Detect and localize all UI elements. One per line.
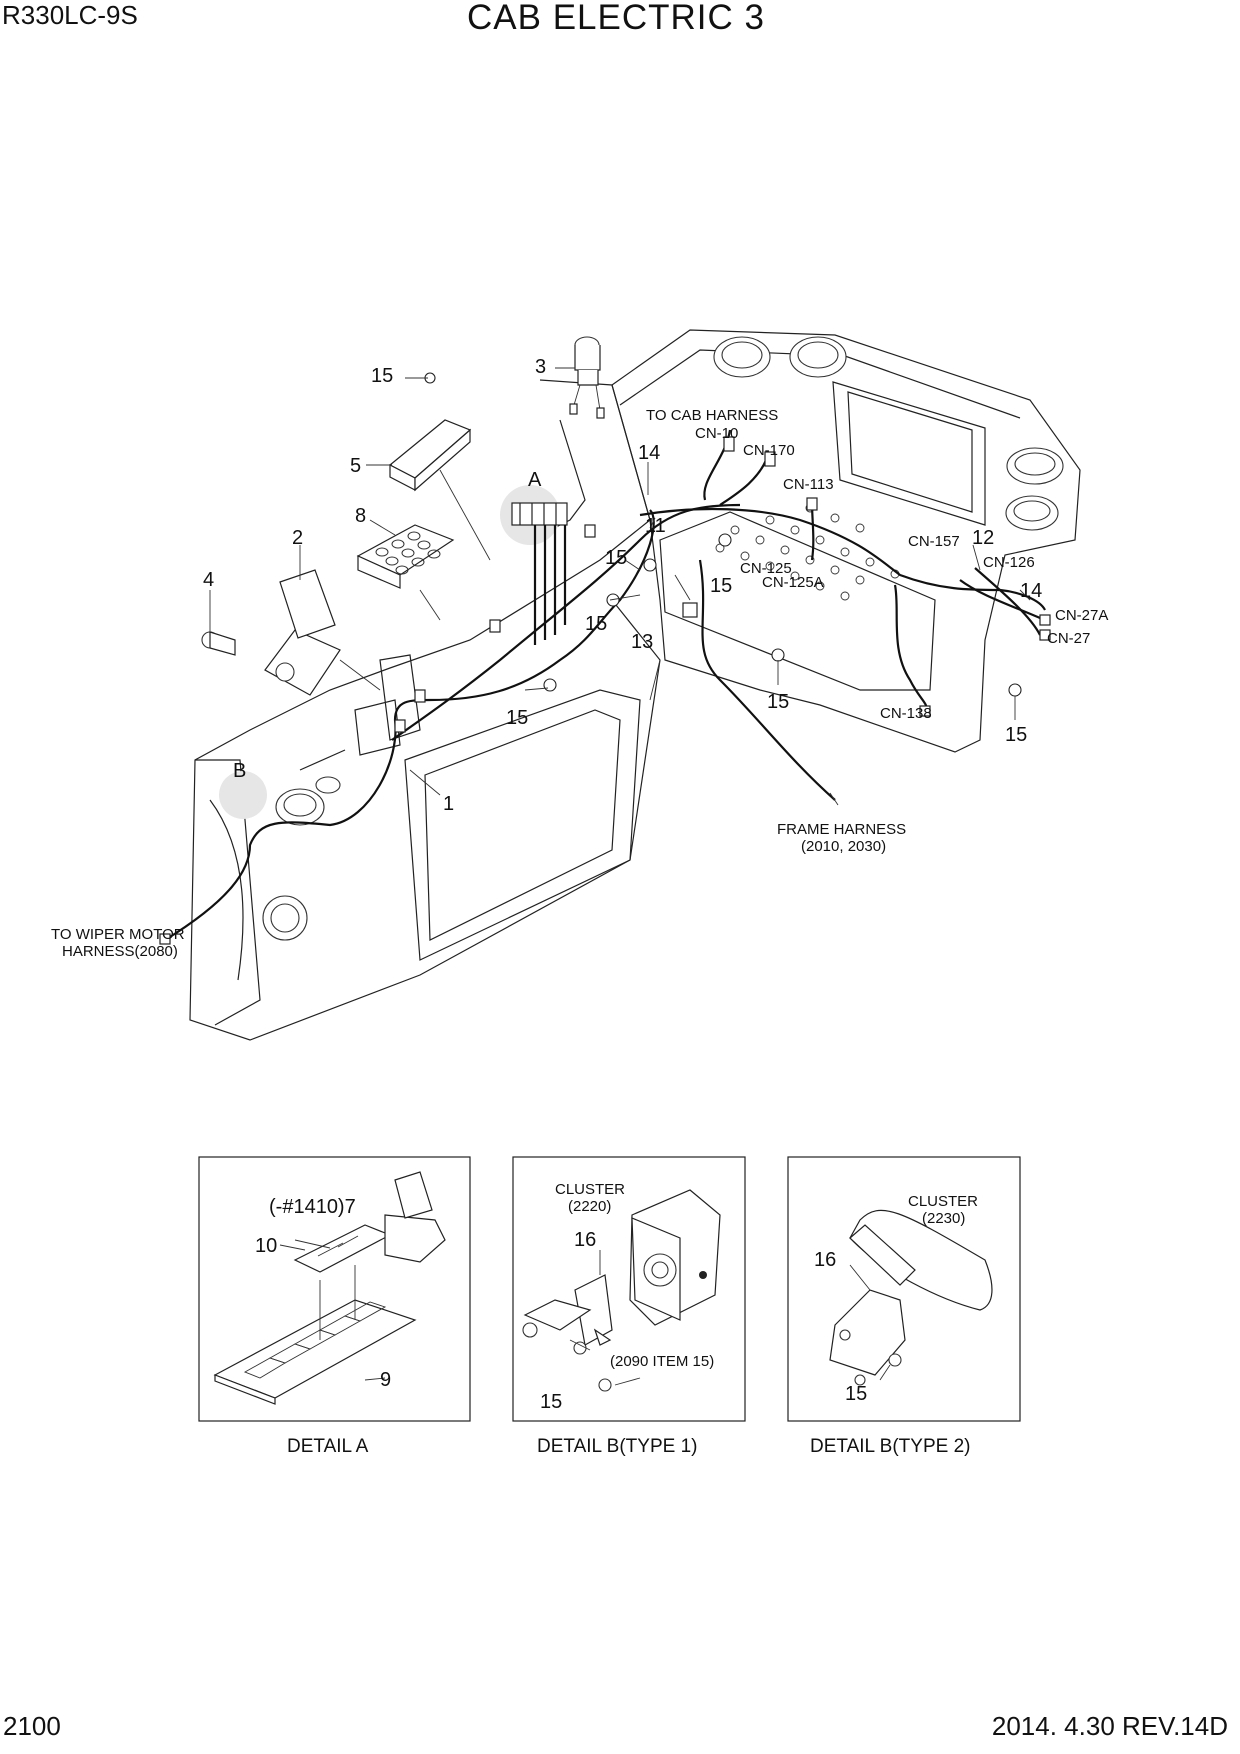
detail-b-marker: B	[219, 760, 267, 819]
bolts	[424, 372, 1022, 697]
detail-a-panel: (-#1410)7 10 9	[198, 1156, 471, 1422]
label-cn-170: CN-170	[743, 442, 795, 459]
label-to-cab-harness: TO CAB HARNESS	[646, 407, 778, 424]
detail-b1-item-ref: (2090 ITEM 15)	[610, 1353, 714, 1370]
harness-connectors	[159, 436, 1051, 945]
label-wiper-harness-ref: HARNESS(2080)	[62, 943, 178, 960]
detail-a-callout-10: 10	[255, 1235, 277, 1257]
callout-15-floor: 15	[710, 575, 732, 597]
callout-4: 4	[203, 569, 214, 591]
page-number: 2100	[3, 1711, 61, 1741]
detail-b1-frame	[512, 1156, 746, 1422]
detail-b2-caption: DETAIL B(TYPE 2)	[810, 1436, 970, 1457]
callout-15-mid: 15	[605, 547, 627, 569]
main-callouts: 15 3 5 8 2 4 14 11 15 15 15 13 15 15 15 …	[203, 356, 1042, 815]
connector-labels: TO CAB HARNESS CN-10 CN-170 CN-113 CN-15…	[51, 407, 1108, 960]
label-cn-125a: CN-125A	[762, 574, 824, 591]
revision-date: 2014. 4.30 REV.14D	[991, 1711, 1228, 1741]
label-cn-27: CN-27	[1047, 630, 1090, 647]
detail-b2-callout-16: 16	[814, 1249, 836, 1271]
detail-b1-callout-15: 15	[540, 1391, 562, 1413]
page-title: CAB ELECTRIC 3	[467, 0, 765, 37]
detail-b-callout: B	[233, 760, 246, 782]
detail-b2-frame	[787, 1156, 1021, 1422]
callout-15: 15	[371, 365, 393, 387]
label-to-wiper-motor: TO WIPER MOTOR	[51, 926, 185, 943]
callout-5: 5	[350, 455, 361, 477]
label-cn-10: CN-10	[695, 425, 738, 442]
detail-a-caption: DETAIL A	[287, 1436, 369, 1457]
detail-b1-cluster-ref: (2220)	[568, 1198, 611, 1215]
detail-a-marker: A	[500, 469, 568, 545]
label-cn-157: CN-157	[908, 533, 960, 550]
label-cn-138: CN-138	[880, 705, 932, 722]
detail-b1-cluster-label: CLUSTER	[555, 1181, 625, 1198]
callout-12: 12	[972, 527, 994, 549]
detail-b1-callout-16: 16	[574, 1229, 596, 1251]
model-number: R330LC-9S	[2, 0, 138, 30]
component-5-box	[388, 419, 491, 561]
leader-lines	[209, 367, 1031, 806]
callout-15-right: 15	[1005, 724, 1027, 746]
cab-floor-frame	[189, 329, 1081, 1041]
detail-a-callout-9: 9	[380, 1369, 391, 1391]
label-frame-harness-ref: (2010, 2030)	[801, 838, 886, 855]
callout-15-left: 15	[585, 613, 607, 635]
detail-b2-cluster-label: CLUSTER	[908, 1193, 978, 1210]
detail-b2-panel: CLUSTER (2230) 16 15	[787, 1156, 1021, 1422]
detail-b1-caption: DETAIL B(TYPE 1)	[537, 1436, 697, 1457]
component-2-socket-housing	[264, 569, 381, 696]
detail-b2-cluster-ref: (2230)	[922, 1210, 965, 1227]
detail-b2-callout-15: 15	[845, 1383, 867, 1405]
callout-13: 13	[631, 631, 653, 653]
callout-14-right: 14	[1020, 580, 1042, 602]
component-3-switch	[569, 336, 605, 419]
component-8-switch-panel	[356, 524, 455, 621]
component-4-lighter	[201, 631, 236, 656]
label-cn-126: CN-126	[983, 554, 1035, 571]
callout-11: 11	[645, 515, 666, 537]
detail-a-frame	[198, 1156, 471, 1422]
detail-b1-panel: CLUSTER (2220) 16 (2090 ITEM 15) 15	[512, 1156, 746, 1422]
callout-2: 2	[292, 527, 303, 549]
callout-14-left: 14	[638, 442, 660, 464]
callout-3: 3	[535, 356, 546, 378]
label-cn-125: CN-125	[740, 560, 792, 577]
label-cn-113: CN-113	[783, 476, 834, 493]
detail-a-callout-7: (-#1410)7	[269, 1196, 356, 1218]
detail-a-callout: A	[528, 469, 542, 491]
label-cn-27a: CN-27A	[1055, 607, 1108, 624]
label-frame-harness: FRAME HARNESS	[777, 821, 906, 838]
callout-1: 1	[443, 793, 454, 815]
callout-15-plate: 15	[767, 691, 789, 713]
callout-15-panel: 15	[506, 707, 528, 729]
callout-8: 8	[355, 505, 366, 527]
